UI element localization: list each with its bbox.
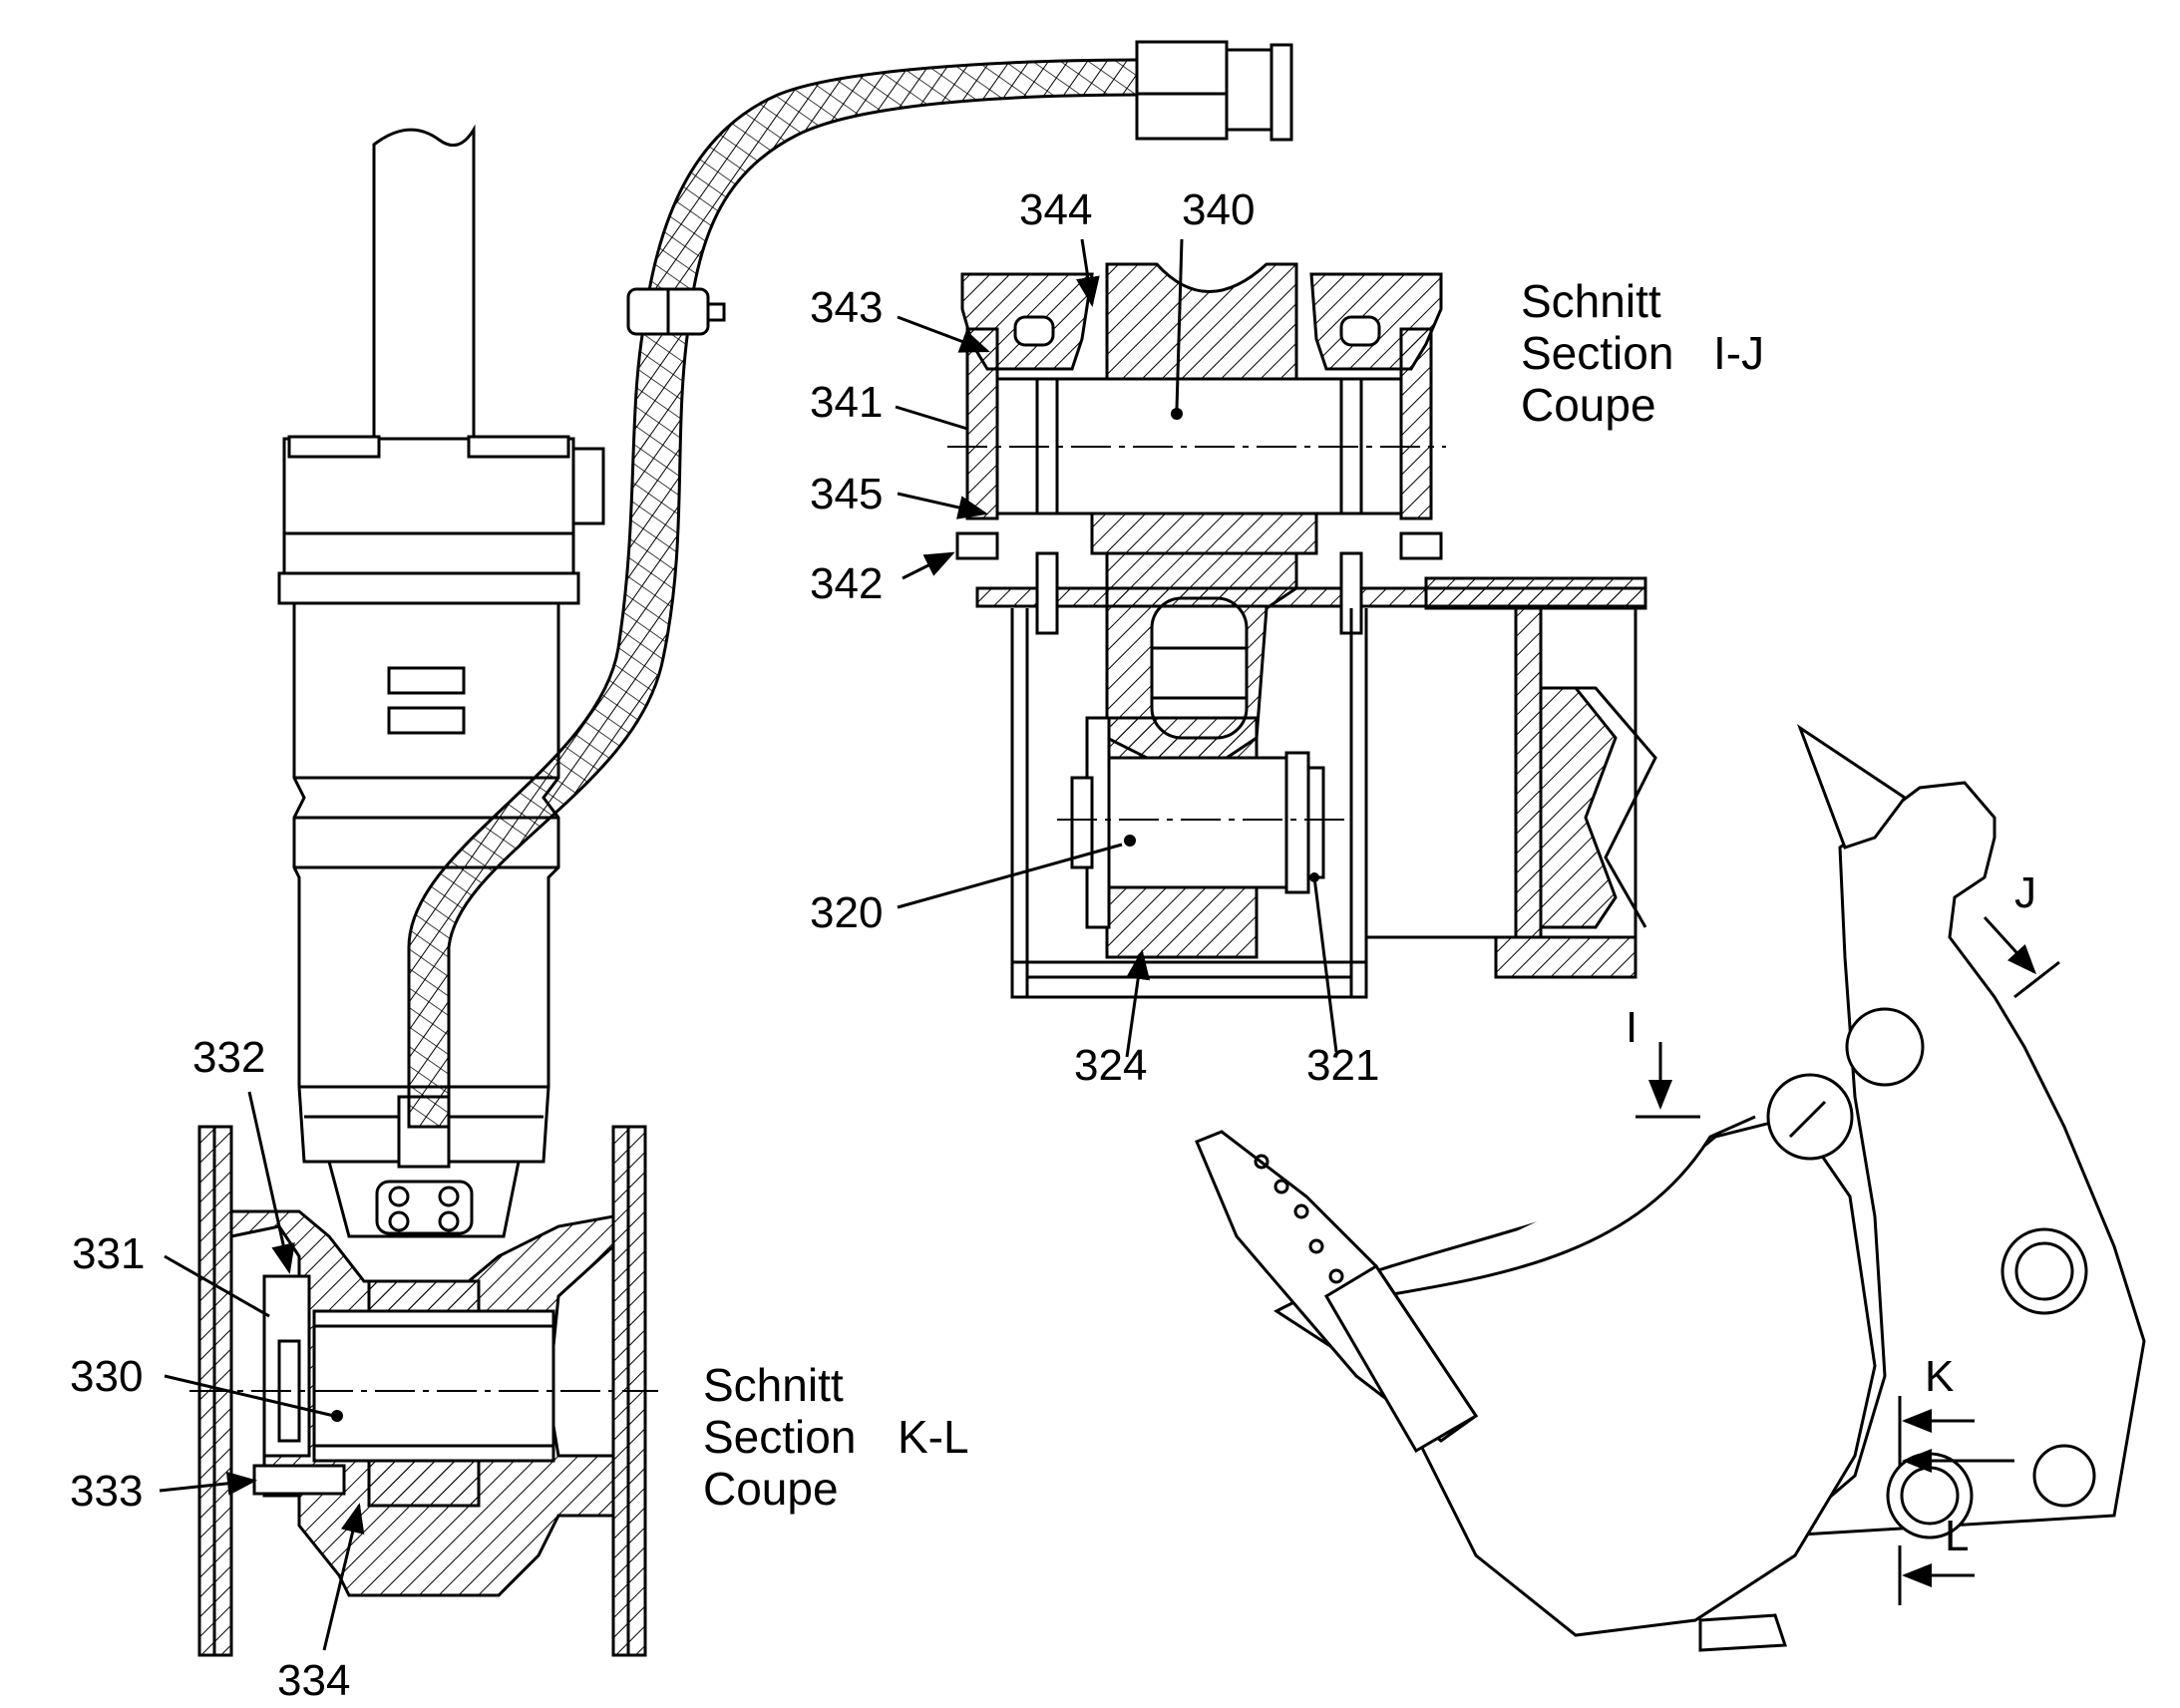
hydraulic-hose xyxy=(407,40,1293,1129)
section-kl-title: Schnitt Section K-L Coupe xyxy=(703,1359,969,1515)
motor-assembly xyxy=(277,124,605,1238)
section-ij-line2: Section xyxy=(1521,327,1673,379)
callout-333: 333 xyxy=(70,1467,143,1516)
callout-340: 340 xyxy=(1182,185,1255,234)
leader-lines xyxy=(159,238,1338,1651)
marker-i: I xyxy=(1626,1003,1637,1052)
marker-j: J xyxy=(2014,868,2036,917)
callout-321: 321 xyxy=(1306,1041,1379,1090)
section-ij-ref: I-J xyxy=(1713,327,1764,379)
section-ij-title: Schnitt Section I-J Coupe xyxy=(1521,275,1764,431)
callout-342: 342 xyxy=(810,559,883,608)
ripper-bucket xyxy=(1195,724,2146,1652)
section-ij-drawing xyxy=(947,262,1657,999)
marker-k: K xyxy=(1925,1352,1954,1401)
section-ij-line1: Schnitt xyxy=(1521,275,1661,327)
callout-334: 334 xyxy=(277,1656,350,1705)
callout-344: 344 xyxy=(1019,185,1092,234)
section-kl-line3: Coupe xyxy=(703,1463,839,1515)
callout-343: 343 xyxy=(810,283,883,332)
callout-330: 330 xyxy=(70,1352,143,1401)
marker-l: L xyxy=(1945,1512,1969,1560)
section-kl-line1: Schnitt xyxy=(703,1359,844,1411)
section-kl-drawing xyxy=(189,1125,658,1657)
section-ij-line3: Coupe xyxy=(1521,379,1656,431)
callout-332: 332 xyxy=(192,1033,265,1082)
section-kl-line2: Section xyxy=(703,1411,856,1463)
callout-341: 341 xyxy=(810,378,883,427)
callout-331: 331 xyxy=(72,1229,145,1278)
section-marker-letters: I J K L xyxy=(1626,868,2036,1560)
callout-324: 324 xyxy=(1074,1041,1147,1090)
section-kl-ref: K-L xyxy=(898,1411,969,1463)
callout-345: 345 xyxy=(810,470,883,518)
section-arrows xyxy=(1648,915,2037,1587)
callout-labels: 344 340 343 341 345 342 320 324 321 332 … xyxy=(70,185,1379,1705)
callout-320: 320 xyxy=(810,888,883,937)
